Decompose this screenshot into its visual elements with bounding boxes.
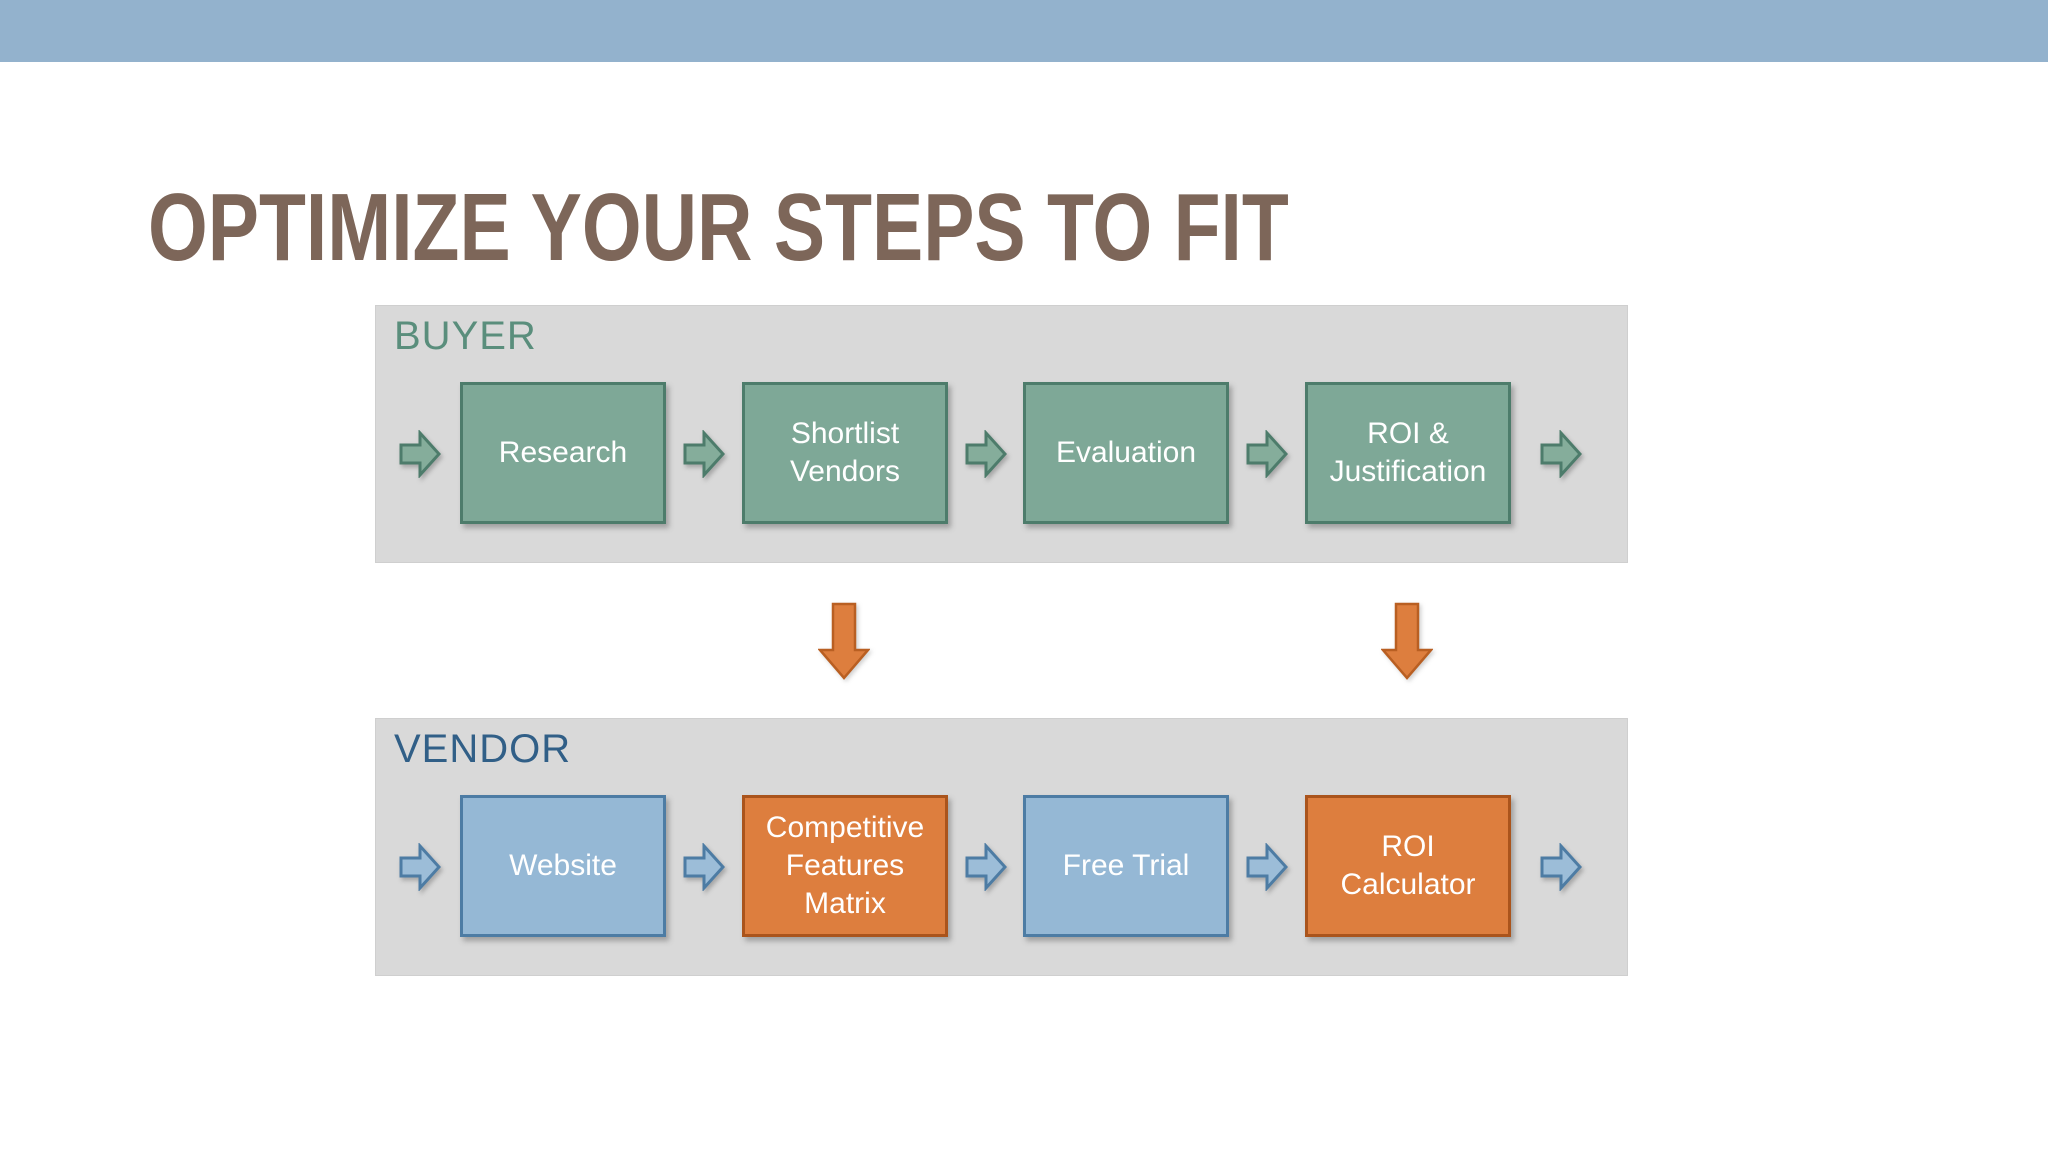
buyer-step-shortlist-vendors: Shortlist Vendors	[742, 382, 948, 524]
slide-title: OPTIMIZE YOUR STEPS TO FIT	[148, 174, 1289, 282]
step-label: ROI & Justification	[1329, 416, 1487, 488]
step-label: Free Trial	[1062, 848, 1190, 882]
vendor-step-roi-calculator: ROI Calculator	[1305, 795, 1511, 937]
vendor-lane-label: VENDOR	[394, 727, 572, 771]
vendor-step-free-trial: Free Trial	[1023, 795, 1229, 937]
vendor-step-competitive-features-matrix: Competitive Features Matrix	[742, 795, 948, 937]
buyer-step-evaluation: Evaluation	[1023, 382, 1229, 524]
vendor-step-website: Website	[460, 795, 666, 937]
down-arrow-icon	[1381, 602, 1433, 680]
flow-arrow-icon	[399, 843, 441, 891]
buyer-step-roi-justification: ROI & Justification	[1305, 382, 1511, 524]
buyer-lane: BUYER Research Shortlist Vendors Evaluat…	[375, 305, 1628, 563]
flow-arrow-icon	[1540, 843, 1582, 891]
flow-arrow-icon	[1540, 430, 1582, 478]
flow-arrow-icon	[965, 843, 1007, 891]
down-arrow-icon	[818, 602, 870, 680]
step-label: Shortlist Vendors	[789, 416, 901, 488]
flow-arrow-icon	[1246, 843, 1288, 891]
step-label: Competitive Features Matrix	[765, 810, 925, 921]
buyer-step-research: Research	[460, 382, 666, 524]
flow-arrow-icon	[1246, 430, 1288, 478]
step-label: ROI Calculator	[1340, 829, 1476, 901]
buyer-lane-label: BUYER	[394, 314, 537, 358]
vendor-lane: VENDOR Website Competitive Features Matr…	[375, 718, 1628, 976]
flow-arrow-icon	[965, 430, 1007, 478]
flow-arrow-icon	[683, 843, 725, 891]
flow-arrow-icon	[683, 430, 725, 478]
flow-arrow-icon	[399, 430, 441, 478]
step-label: Evaluation	[1055, 435, 1197, 469]
step-label: Website	[509, 848, 617, 882]
slide-accent-bar	[0, 0, 2048, 62]
step-label: Research	[498, 435, 628, 469]
